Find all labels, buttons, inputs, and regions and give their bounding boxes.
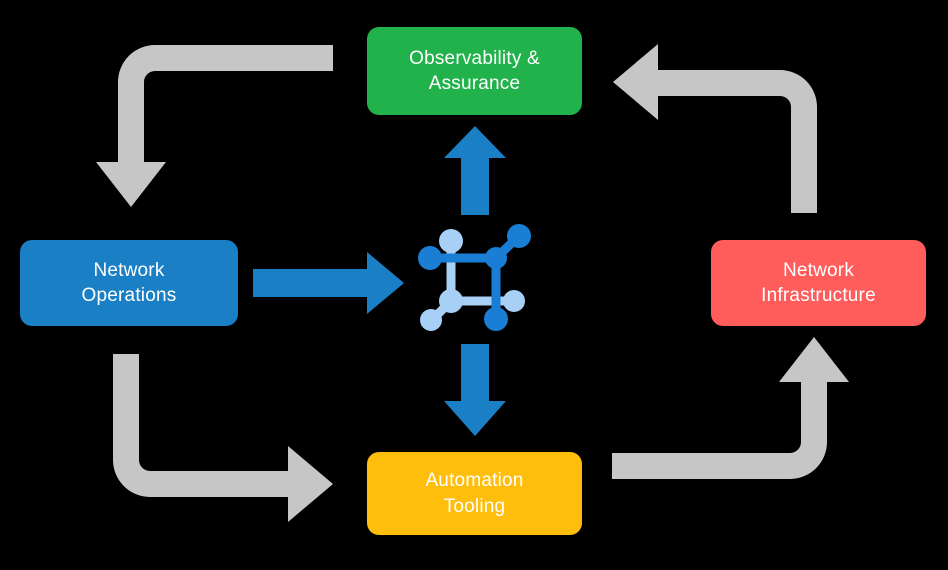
node-label-network-operations: Network Operations xyxy=(81,259,177,306)
connector-operations-to-center xyxy=(253,252,404,314)
node-network-operations[interactable]: Network Operations xyxy=(20,240,238,326)
node-label-network-infrastructure: Network Infrastructure xyxy=(761,259,876,306)
connector-infrastructure-to-observability xyxy=(613,44,817,213)
connector-center-to-automation xyxy=(444,344,506,436)
network-icon-nodes-dark xyxy=(418,224,531,331)
connector-observability-to-operations xyxy=(96,45,333,207)
node-automation-tooling[interactable]: Automation Tooling xyxy=(367,452,582,535)
network-topology-icon xyxy=(418,224,531,331)
node-observability-assurance[interactable]: Observability & Assurance xyxy=(367,27,582,115)
node-network-infrastructure[interactable]: Network Infrastructure xyxy=(711,240,926,326)
connector-operations-to-automation xyxy=(113,354,333,522)
node-label-automation-tooling: Automation Tooling xyxy=(425,470,524,517)
network-icon-nodes-light xyxy=(420,229,525,331)
connector-center-to-observability xyxy=(444,126,506,215)
node-label-observability-assurance: Observability & Assurance xyxy=(409,47,540,94)
connector-automation-to-infrastructure xyxy=(612,337,849,479)
